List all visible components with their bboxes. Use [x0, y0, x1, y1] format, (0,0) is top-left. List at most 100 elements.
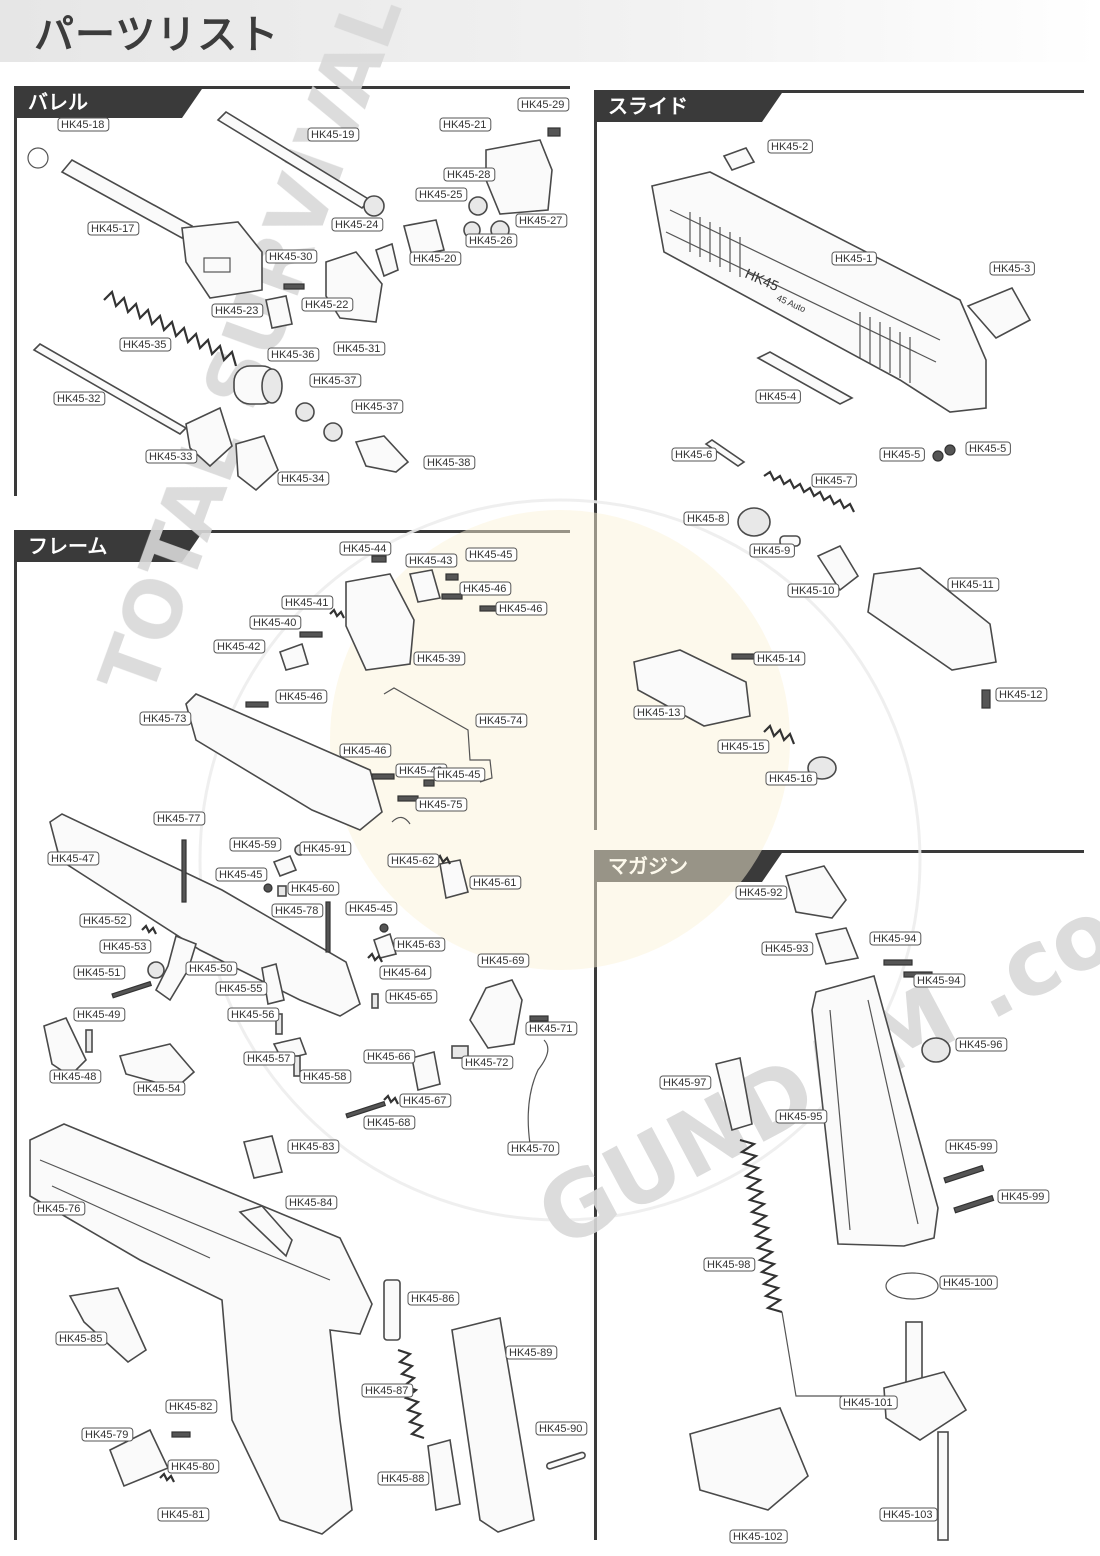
part-label-hk45-52: HK45-52 — [79, 913, 132, 928]
part-label-hk45-85: HK45-85 — [55, 1331, 108, 1346]
guide-head-38 — [354, 435, 410, 473]
part-label-hk45-30: HK45-30 — [265, 249, 318, 264]
part-label-hk45-83: HK45-83 — [287, 1139, 340, 1154]
part-label-hk45-100: HK45-100 — [939, 1275, 998, 1290]
part-label-hk45-95: HK45-95 — [775, 1109, 828, 1124]
label-box — [277, 471, 330, 486]
label-box — [379, 965, 432, 980]
label-text: HK45-87 — [365, 1385, 408, 1397]
label-text: HK45-37 — [355, 401, 398, 413]
label-text: HK45-35 — [123, 339, 166, 351]
label-box — [717, 739, 770, 754]
label-text: HK45-50 — [189, 963, 232, 975]
label-box — [145, 449, 198, 464]
label-box — [459, 581, 512, 596]
follower-97 — [715, 1057, 753, 1132]
part-label-hk45-18: HK45-18 — [57, 117, 110, 132]
label-text: HK45-5 — [883, 449, 920, 461]
screw-45d — [379, 923, 389, 933]
part-label-hk45-40: HK45-40 — [249, 615, 302, 630]
label-text: HK45-7 — [815, 475, 852, 487]
label-box — [879, 1507, 938, 1522]
part-60 — [277, 885, 287, 897]
rear-sight-3 — [966, 286, 1032, 340]
section-header-barrel: バレル — [14, 86, 570, 118]
frame-lines — [39, 1159, 331, 1281]
label-text: HK45-45 — [349, 903, 392, 915]
label-text: HK45-46 — [399, 765, 442, 777]
label-text: HK45-93 — [765, 943, 808, 955]
label-text: HK45-10 — [791, 585, 834, 597]
nozzle-13 — [633, 649, 751, 727]
part-label-hk45-99: HK45-99 — [945, 1139, 998, 1154]
label-box — [119, 337, 172, 352]
part-label-hk45-61: HK45-61 — [469, 875, 522, 890]
label-text: HK45-101 — [843, 1397, 893, 1409]
part-label-hk45-28: HK45-28 — [443, 167, 496, 182]
spring-80 — [159, 1472, 175, 1483]
label-text: HK45-15 — [721, 741, 764, 753]
label-box — [215, 867, 268, 882]
label-text: HK45-38 — [427, 457, 470, 469]
section-border-magazine — [594, 850, 597, 1540]
label-box — [301, 297, 354, 312]
label-box — [997, 1189, 1050, 1204]
label-text: HK45-25 — [419, 189, 462, 201]
label-text: HK45-24 — [335, 219, 378, 231]
label-box — [869, 931, 922, 946]
magazine-parts — [689, 865, 995, 1541]
part-label-hk45-48: HK45-48 — [49, 1069, 102, 1084]
label-text: HK45-99 — [1001, 1191, 1044, 1203]
part-86 — [383, 1279, 401, 1341]
spring-15 — [763, 724, 796, 745]
label-text: HK45-31 — [337, 343, 380, 355]
barrel-block-17 — [181, 221, 263, 299]
mag-lip-92 — [785, 865, 847, 919]
o-ring-18 — [27, 147, 49, 169]
spring-52 — [141, 924, 157, 935]
part-label-hk45-29: HK45-29 — [517, 97, 570, 112]
label-box — [495, 601, 548, 616]
part-label-hk45-32: HK45-32 — [53, 391, 106, 406]
hammer-69 — [469, 979, 523, 1049]
part-label-hk45-59: HK45-59 — [229, 837, 282, 852]
part-label-hk45-71: HK45-71 — [525, 1021, 578, 1036]
part-23 — [265, 295, 293, 329]
label-box — [765, 771, 818, 786]
part-label-hk45-56: HK45-56 — [227, 1007, 280, 1022]
part-label-hk45-1: HK45-1 — [831, 251, 877, 266]
label-box — [153, 811, 206, 826]
label-text: HK45-26 — [469, 235, 512, 247]
pin-51 — [111, 980, 153, 999]
part-label-hk45-37: HK45-37 — [351, 399, 404, 414]
part-label-hk45-42: HK45-42 — [213, 639, 266, 654]
spring-7 — [763, 470, 855, 513]
section-rule — [14, 530, 570, 533]
label-text: HK45-4 — [759, 391, 796, 403]
screw-45 — [445, 573, 459, 581]
backstrap-89 — [451, 1317, 535, 1533]
part-label-hk45-50: HK45-50 — [185, 961, 238, 976]
part-label-hk45-103: HK45-103 — [879, 1507, 938, 1522]
guide-rod-32 — [32, 343, 188, 435]
mag-block-93 — [814, 927, 860, 965]
label-box — [671, 447, 717, 462]
part-label-hk45-51: HK45-51 — [73, 965, 126, 980]
label-box — [469, 875, 522, 890]
page-header: パーツリスト — [0, 0, 1100, 62]
label-text: HK45-51 — [77, 967, 120, 979]
label-text: HK45-75 — [419, 799, 462, 811]
spring-64 — [367, 952, 383, 963]
label-box — [81, 1427, 134, 1442]
part-label-hk45-46: HK45-46 — [459, 581, 512, 596]
recoil-spring-35 — [103, 289, 238, 367]
part-label-hk45-34: HK45-34 — [277, 471, 330, 486]
label-text: HK45-22 — [305, 299, 348, 311]
label-box — [465, 547, 518, 562]
slide-serrations — [689, 212, 911, 383]
label-box — [947, 577, 1000, 592]
label-text: HK45-100 — [943, 1277, 993, 1289]
valve-lock-10 — [816, 544, 860, 592]
label-text: HK45-14 — [757, 653, 800, 665]
